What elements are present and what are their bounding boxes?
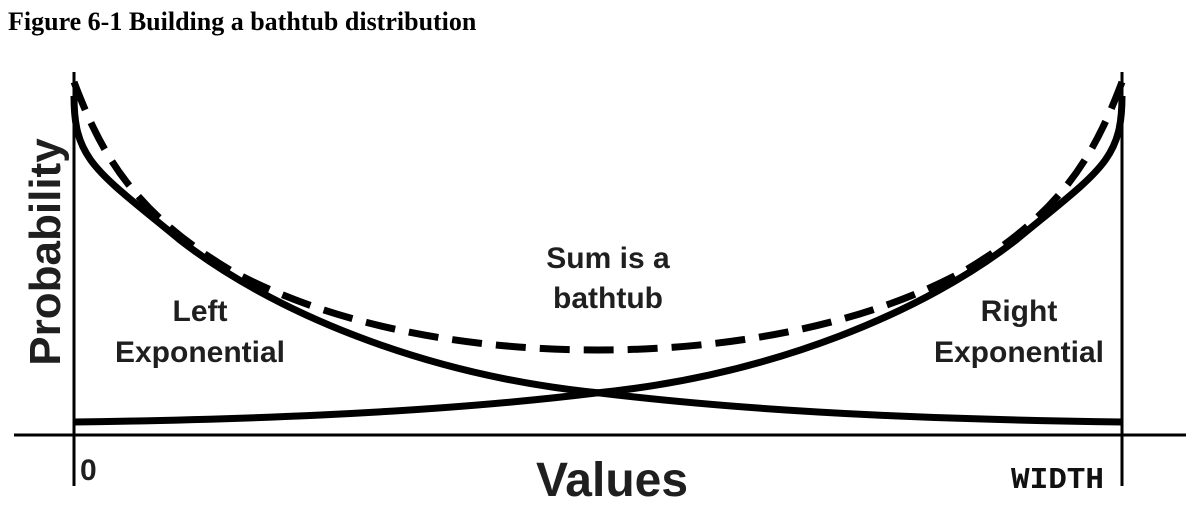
figure-title: Figure 6-1 Building a bathtub distributi… [8,7,477,36]
sum-label-line2: bathtub [553,282,663,315]
y-axis-label: Probability [21,138,70,366]
x-tick-width: WIDTH [1011,463,1104,498]
sum-bathtub-curve [70,80,1126,354]
right-exponential-curve [73,95,1126,426]
left-exponential-label-line1: Left [173,295,228,328]
x-tick-zero: 0 [80,454,97,487]
sum-label-line1: Sum is a [546,242,670,275]
x-axis-label: Values [536,454,688,507]
right-exponential-label-line2: Exponential [934,336,1104,369]
left-exponential-curve [70,95,1123,426]
right-exponential-label-line1: Right [981,295,1058,328]
left-exponential-label-line2: Exponential [115,336,285,369]
